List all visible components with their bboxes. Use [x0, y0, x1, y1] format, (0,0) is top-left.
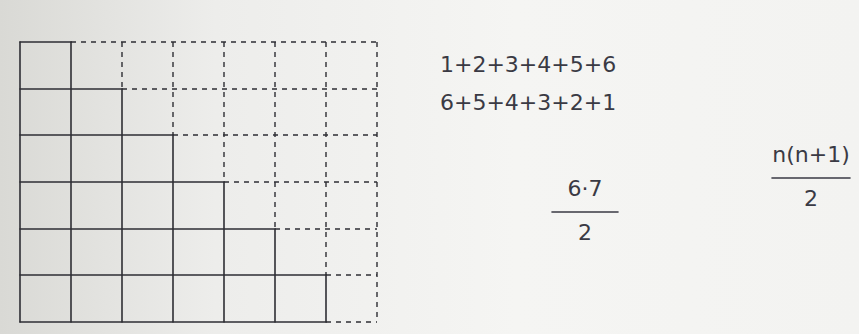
fraction-denominator: 2 — [578, 220, 592, 246]
fraction-denominator: 2 — [804, 186, 818, 212]
dashed-staircase — [71, 42, 377, 322]
sum-row: 6+5+4+3+2+1 — [440, 90, 616, 116]
sum-row: 1+2+3+4+5+6 — [440, 52, 616, 78]
solid-staircase — [20, 42, 326, 322]
fraction-numerator: n(n+1) — [772, 142, 849, 168]
fraction-numerator: 6·7 — [568, 176, 603, 202]
